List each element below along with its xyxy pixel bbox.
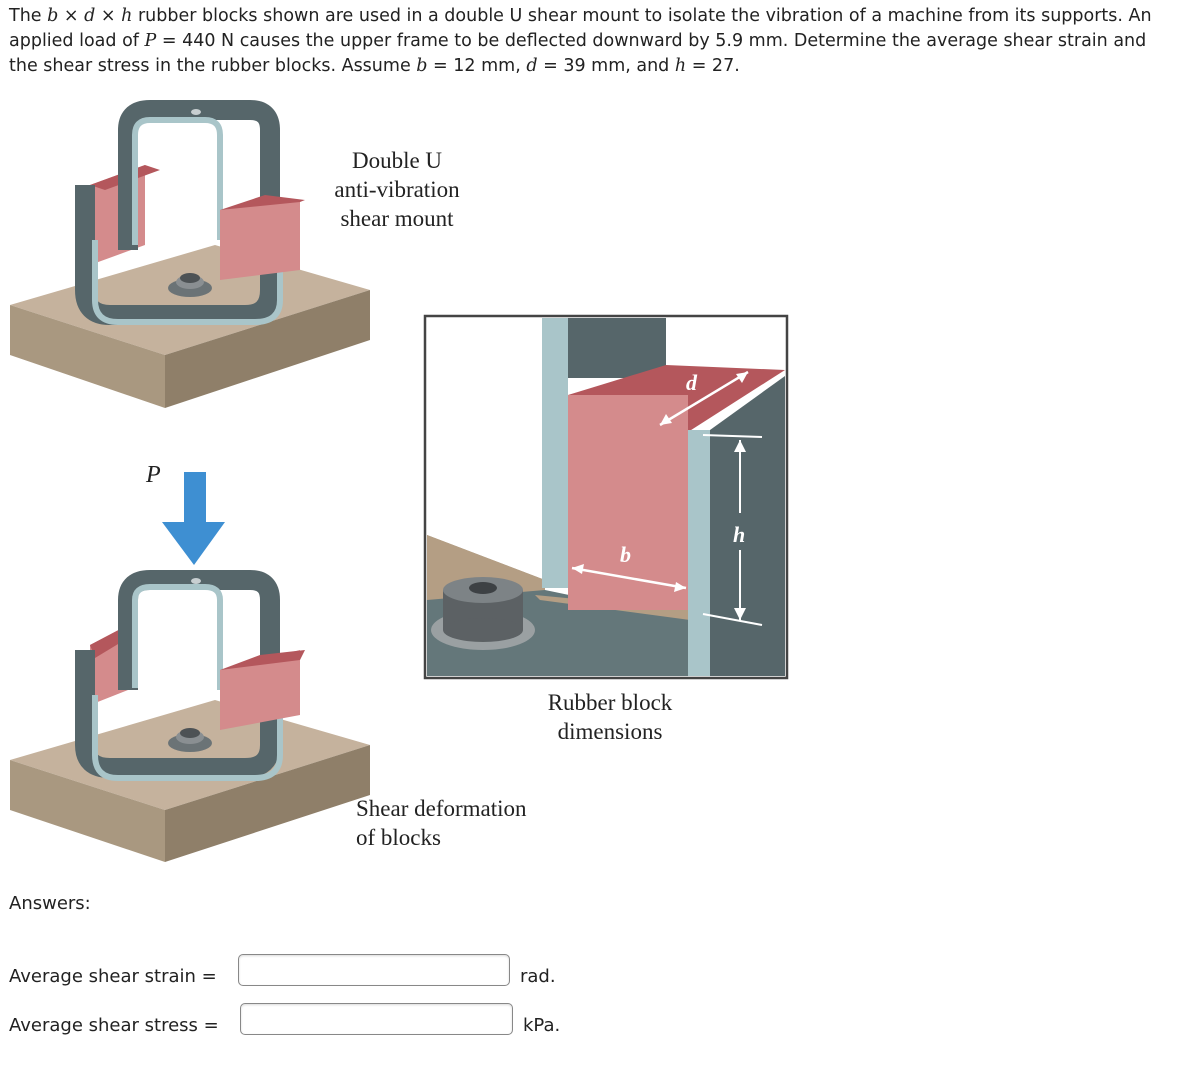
var-d: d [526, 56, 538, 76]
var-b: b [47, 6, 59, 26]
dimension-d-label: d [686, 370, 698, 395]
var-h: h [121, 6, 133, 26]
problem-text: = 440 N causes the upper frame to be def… [9, 31, 1147, 76]
var-b: b [416, 56, 428, 76]
label-double-u-mount: Double U anti-vibration shear mount [334, 148, 460, 231]
problem-text: × [58, 6, 85, 26]
dimension-h-label: h [733, 522, 745, 547]
mount-undeformed [10, 100, 370, 408]
answers-heading: Answers: [9, 893, 91, 914]
stress-unit: kPa. [523, 1015, 561, 1036]
problem-statement: The b × d × h rubber blocks shown are us… [9, 4, 1169, 79]
shear-mount-illustration: d b h P [10, 100, 789, 862]
load-P-label: P [145, 462, 161, 488]
problem-text: = 27. [686, 56, 740, 76]
strain-unit: rad. [520, 966, 556, 987]
problem-text: = 12 mm, [427, 56, 527, 76]
problem-text: The [9, 6, 48, 26]
problem-text: rubber blocks shown are used in a double… [9, 6, 1152, 51]
shear-stress-input[interactable] [240, 1003, 513, 1035]
shear-strain-input[interactable] [238, 954, 510, 986]
stress-label: Average shear stress = [9, 1015, 219, 1036]
var-d: d [84, 6, 96, 26]
strain-label: Average shear strain = [9, 966, 217, 987]
load-arrow [162, 472, 225, 565]
label-shear-deformation: Shear deformation of blocks [356, 796, 527, 850]
shear-mount-figure: d b h P Double U anti-vibration shear mo… [0, 90, 800, 880]
dimension-b-label: b [620, 542, 631, 567]
problem-text: = 39 mm, and [537, 56, 675, 76]
rubber-block-detail [423, 314, 789, 680]
problem-text: × [95, 6, 122, 26]
var-P: P [144, 31, 157, 51]
label-rubber-block-dimensions: Rubber block dimensions [547, 690, 673, 744]
var-h: h [674, 56, 687, 76]
mount-deformed [10, 570, 370, 862]
